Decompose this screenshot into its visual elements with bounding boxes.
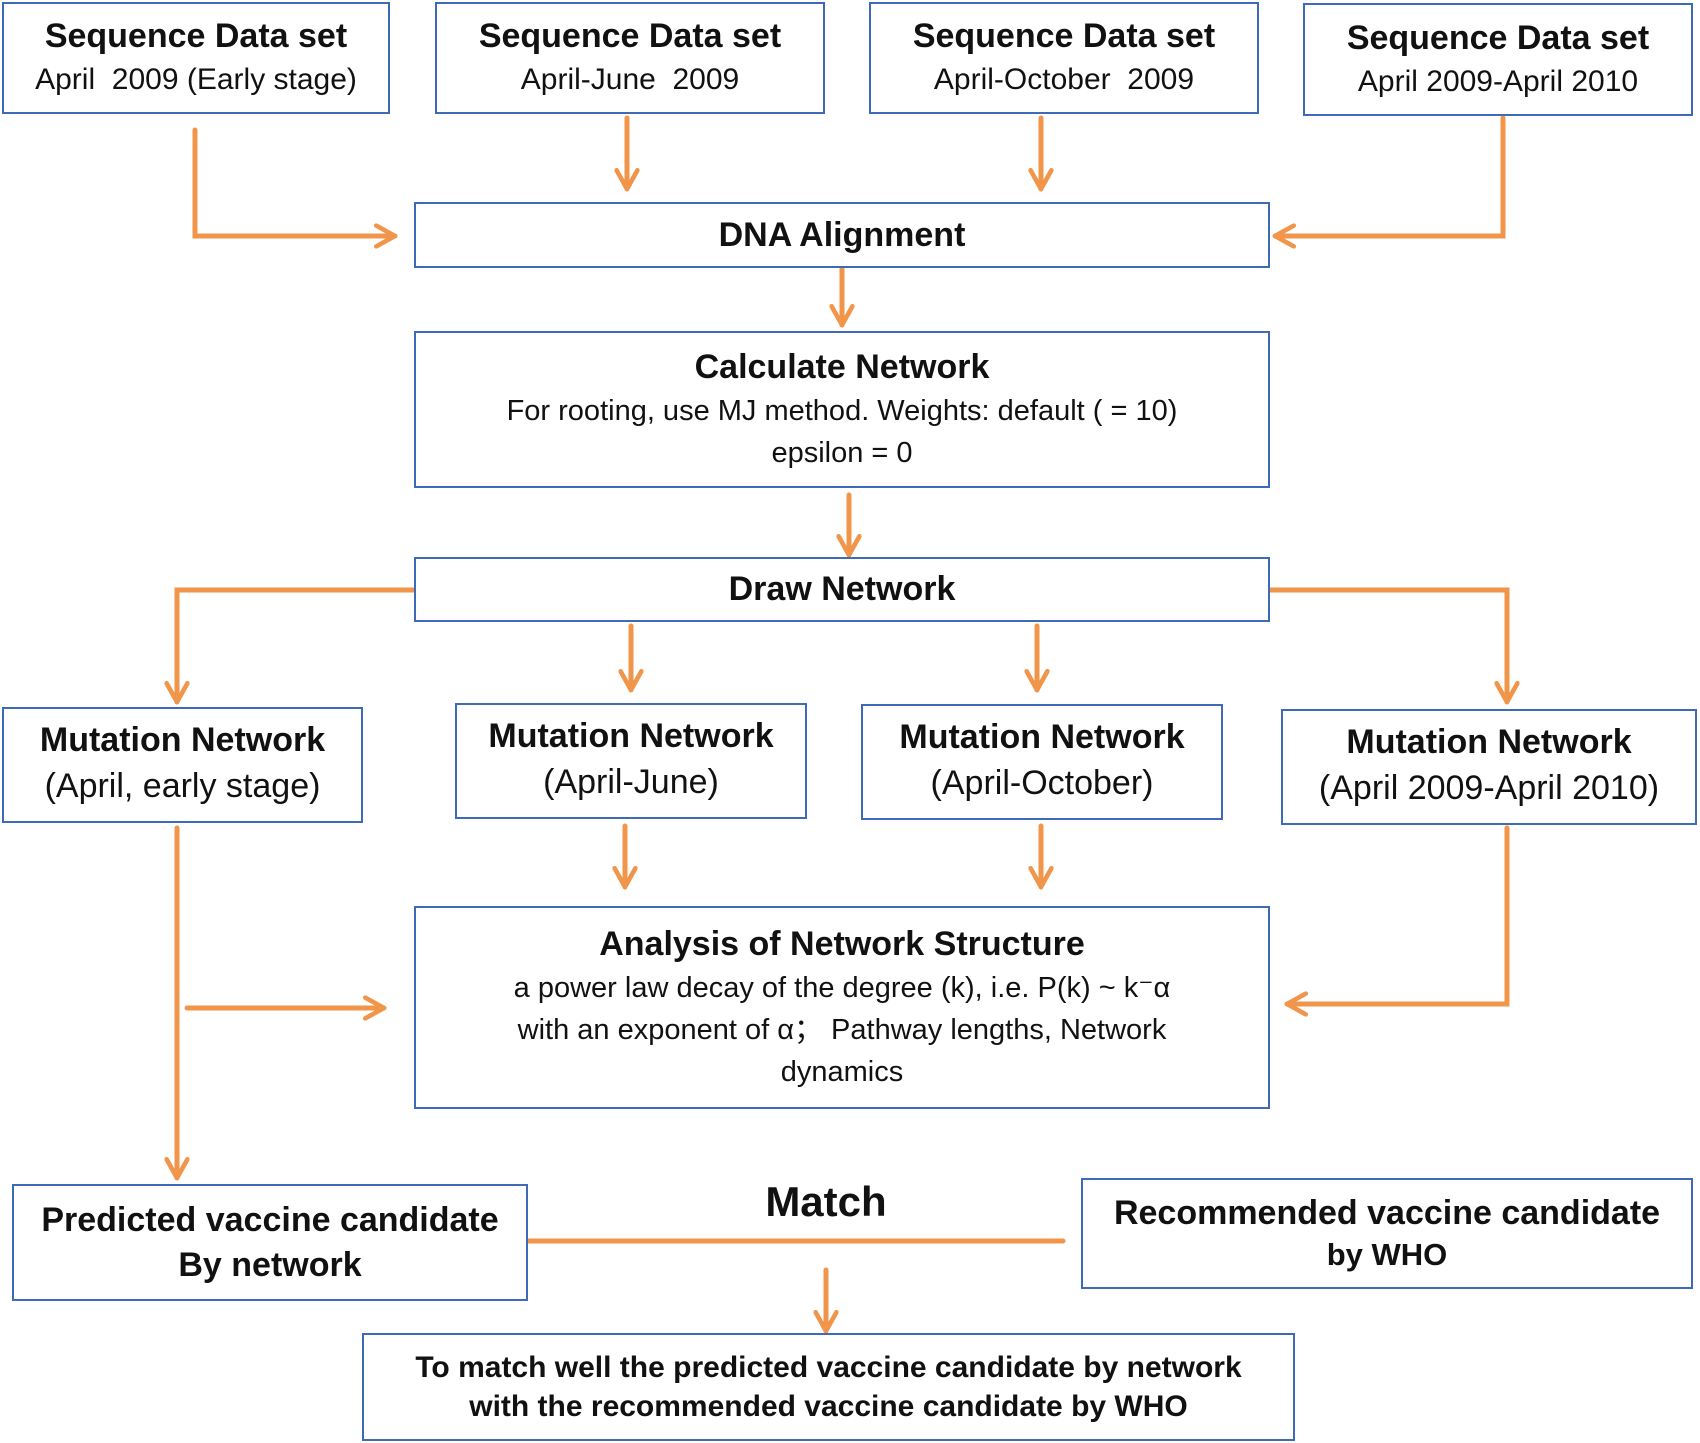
mutation-network-subtitle: (April-June) (543, 763, 719, 802)
arrow-draw-to-mutation4 (1267, 587, 1507, 705)
sequence-set-april-june-2009: Sequence Data set April-June 2009 (435, 2, 825, 114)
conclusion-line2: with the recommended vaccine candidate b… (469, 1390, 1188, 1423)
dna-alignment-box: DNA Alignment (414, 202, 1270, 268)
mutation-network-subtitle: (April, early stage) (44, 767, 321, 806)
sequence-set-title: Sequence Data set (912, 17, 1216, 56)
mutation-network-subtitle: (April 2009-April 2010) (1318, 769, 1660, 808)
mutation-network-title: Mutation Network (488, 717, 774, 756)
predicted-vaccine-line1: Predicted vaccine candidate (41, 1201, 499, 1240)
sequence-set-title: Sequence Data set (44, 17, 348, 56)
mutation-network-april-october: Mutation Network (April-October) (861, 704, 1223, 820)
mutation-network-title: Mutation Network (39, 721, 326, 760)
arrow-seq4-to-alignment (1272, 115, 1506, 236)
sequence-set-title: Sequence Data set (1346, 18, 1650, 57)
arrow-draw-to-mutation1 (177, 587, 417, 705)
predicted-vaccine-line2: By network (178, 1245, 362, 1284)
draw-network-box: Draw Network (414, 557, 1270, 622)
arrow-mutation4-to-analysis (1284, 825, 1510, 1004)
calculate-network-line2: epsilon = 0 (771, 436, 913, 469)
analysis-box: Analysis of Network Structure a power la… (414, 906, 1270, 1109)
dna-alignment-title: DNA Alignment (718, 215, 966, 254)
mutation-network-title: Mutation Network (899, 718, 1185, 757)
sequence-set-subtitle: April 2009 (Early stage) (35, 63, 357, 97)
conclusion-line1: To match well the predicted vaccine cand… (415, 1351, 1242, 1384)
recommended-vaccine-box: Recommended vaccine candidate by WHO (1081, 1178, 1693, 1289)
sequence-set-subtitle: April-October 2009 (933, 63, 1195, 97)
recommended-vaccine-line1: Recommended vaccine candidate (1113, 1194, 1661, 1233)
analysis-line1: a power law decay of the degree (k), i.e… (513, 971, 1171, 1004)
mutation-network-title: Mutation Network (1346, 723, 1632, 762)
calculate-network-box: Calculate Network For rooting, use MJ me… (414, 331, 1270, 488)
analysis-line2: with an exponent of α； Pathway lengths, … (517, 1013, 1167, 1046)
mutation-network-april-early: Mutation Network (April, early stage) (2, 707, 363, 823)
predicted-vaccine-box: Predicted vaccine candidate By network (12, 1184, 528, 1301)
calculate-network-title: Calculate Network (694, 348, 990, 387)
sequence-set-april-2009: Sequence Data set April 2009 (Early stag… (2, 2, 390, 114)
sequence-set-april-october-2009: Sequence Data set April-October 2009 (869, 2, 1259, 114)
mutation-network-april-2009-april-2010: Mutation Network (April 2009-April 2010) (1281, 709, 1697, 825)
mutation-network-subtitle: (April-October) (930, 764, 1154, 803)
mutation-network-april-june: Mutation Network (April-June) (455, 703, 807, 819)
sequence-set-april-2009-april-2010: Sequence Data set April 2009-April 2010 (1303, 3, 1693, 116)
analysis-title: Analysis of Network Structure (599, 925, 1085, 964)
sequence-set-subtitle: April 2009-April 2010 (1357, 64, 1639, 98)
match-label: Match (765, 1178, 887, 1225)
calculate-network-line1: For rooting, use MJ method. Weights: def… (506, 394, 1178, 427)
conclusion-box: To match well the predicted vaccine cand… (362, 1333, 1295, 1441)
draw-network-title: Draw Network (728, 570, 956, 609)
sequence-set-subtitle: April-June 2009 (520, 63, 740, 97)
recommended-vaccine-line2: by WHO (1326, 1237, 1448, 1273)
arrow-seq1-to-alignment (192, 127, 398, 236)
sequence-set-title: Sequence Data set (478, 17, 782, 56)
analysis-line3: dynamics (780, 1055, 904, 1088)
